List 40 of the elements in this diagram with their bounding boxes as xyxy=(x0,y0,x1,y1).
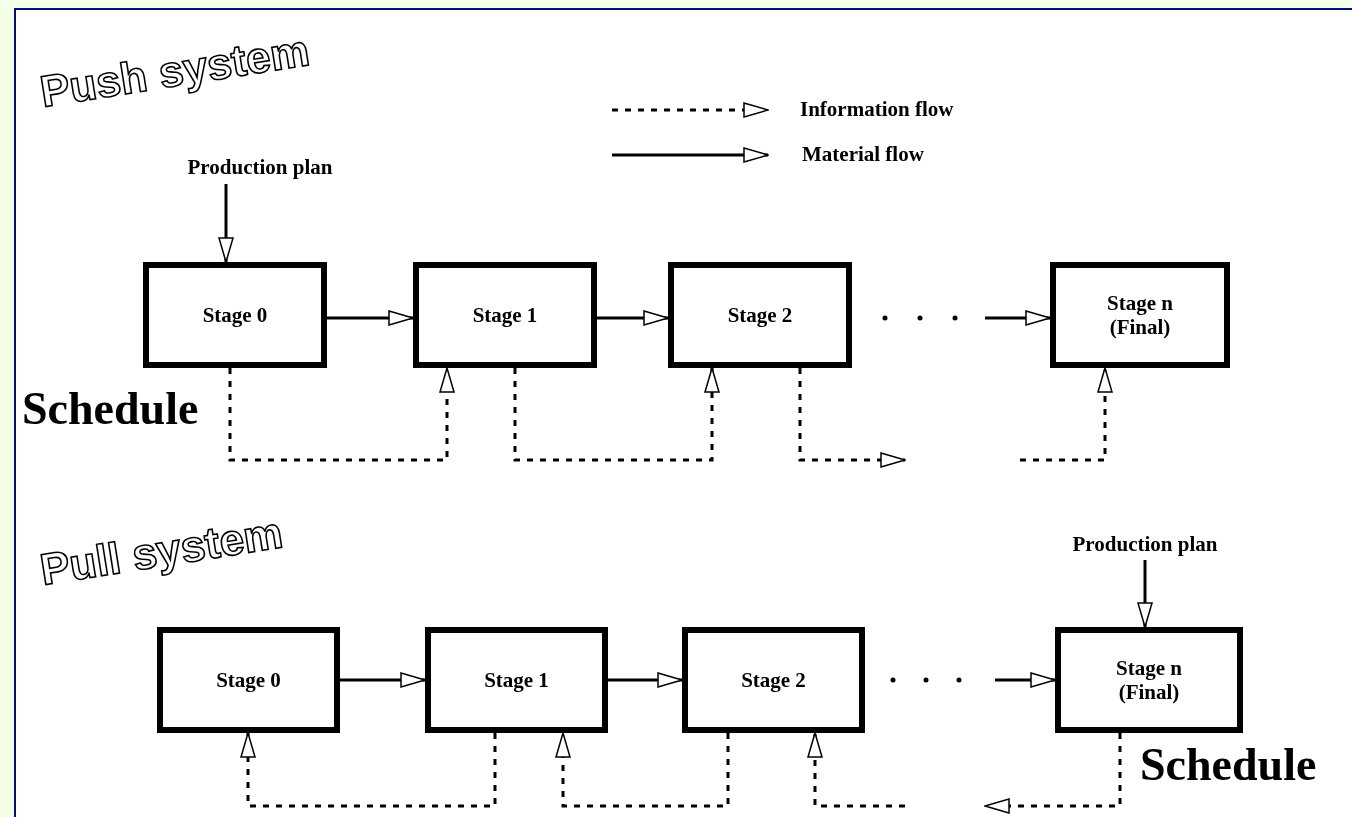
stage-label: Stage 0 xyxy=(202,302,268,328)
stage-label: Stage 0 xyxy=(216,667,281,693)
arrow xyxy=(555,732,730,808)
stage-label: Stage 1 xyxy=(472,302,538,328)
legend-label: Information flow xyxy=(800,97,954,122)
schedule-label: Schedule xyxy=(1140,742,1317,788)
stage-box xyxy=(1055,627,1243,733)
arrow xyxy=(218,184,234,263)
arrow xyxy=(228,367,455,462)
arrow xyxy=(340,672,426,688)
schedule-label: Schedule xyxy=(22,386,199,432)
arrow xyxy=(608,672,683,688)
arrow xyxy=(240,732,497,808)
stage-box xyxy=(143,262,327,368)
stage-label: Stage 1 xyxy=(484,667,549,693)
arrow xyxy=(1137,560,1153,628)
arrow xyxy=(513,367,720,462)
stage-label: Stage 2 xyxy=(741,667,806,693)
stage-label: Stage n (Final) xyxy=(1106,290,1174,340)
arrow xyxy=(327,310,414,326)
arrow xyxy=(1020,367,1113,462)
stage-box xyxy=(1050,262,1230,368)
section-heading: Pull system xyxy=(37,510,286,592)
arrow xyxy=(984,733,1122,814)
stage-box xyxy=(425,627,608,733)
stage-box xyxy=(682,627,865,733)
stage-box xyxy=(157,627,340,733)
legend-label: Material flow xyxy=(802,142,924,167)
plan-label: Production plan xyxy=(140,150,380,184)
stage-box xyxy=(413,262,597,368)
plan-label: Production plan xyxy=(1035,528,1255,560)
arrow xyxy=(985,310,1051,326)
arrow xyxy=(807,732,905,808)
arrow xyxy=(597,310,669,326)
arrow xyxy=(995,672,1056,688)
stage-label: Stage 2 xyxy=(727,302,793,328)
arrow xyxy=(798,368,906,468)
stage-box xyxy=(668,262,852,368)
section-heading: Push system xyxy=(37,28,313,114)
stage-label: Stage n (Final) xyxy=(1115,655,1183,705)
